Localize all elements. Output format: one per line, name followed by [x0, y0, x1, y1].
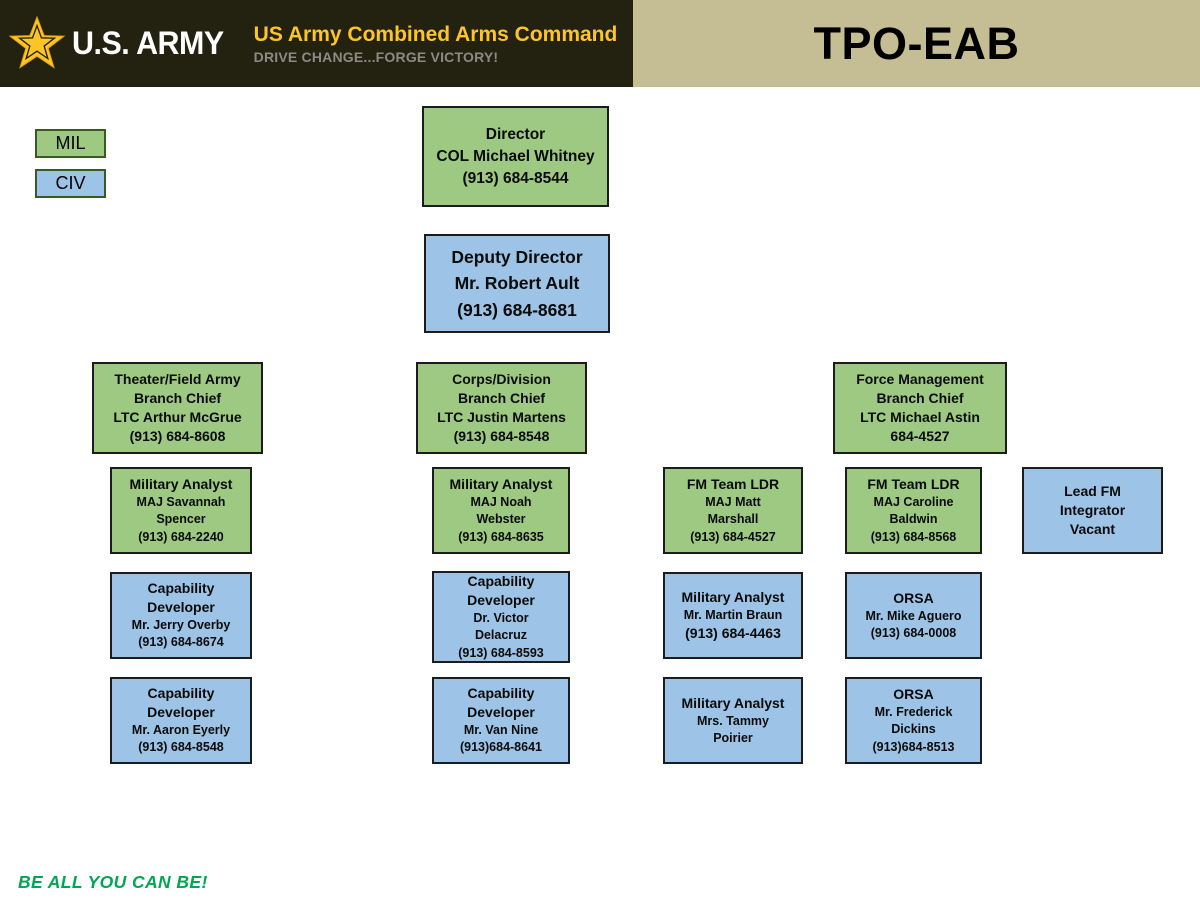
command-title: US Army Combined Arms Command [253, 22, 618, 46]
box-line: (913) 684-8593 [458, 645, 544, 660]
box-line: Integrator [1059, 502, 1126, 519]
box-line: Developer [147, 704, 215, 721]
box-line: Branch Chief [457, 390, 546, 407]
army-brand-text: U.S. ARMY [72, 25, 224, 61]
box-line: LTC Arthur McGrue [113, 409, 242, 425]
box-line: (913)684-8513 [872, 739, 955, 754]
box-line: Deputy Director [451, 247, 583, 268]
box-line: Branch Chief [876, 390, 964, 407]
box-line: (913) 684-4527 [690, 529, 776, 544]
box-line: (913) 684-8568 [870, 529, 957, 544]
box-line: Military Analyst [681, 588, 785, 605]
box-line: Lead FM [1064, 483, 1121, 500]
box-line: (913)684-8641 [459, 740, 542, 755]
box-line: Vacant [1069, 520, 1116, 537]
army-banner: U.S. ARMY US Army Combined Arms Command … [0, 0, 633, 87]
box-line: MAJ Savannah [136, 495, 226, 510]
box-line: Military Analyst [129, 476, 233, 493]
legend-civ: CIV [35, 169, 106, 198]
box-line: (913) 684-8608 [129, 427, 226, 444]
box-line: (913) 684-8681 [457, 299, 577, 320]
box-line: Branch Chief [133, 390, 222, 407]
box-orsa-aguero: ORSA Mr. Mike Aguero (913) 684-0008 [845, 572, 982, 659]
box-line: Mr. Frederick [874, 705, 953, 720]
box-line: Marshall [707, 512, 759, 527]
army-star-icon [8, 15, 66, 73]
box-line: ORSA [893, 686, 934, 703]
box-line: Mr. Van Nine [463, 723, 539, 738]
box-line: COL Michael Whitney [436, 147, 595, 165]
box-line: Poirier [713, 730, 753, 745]
box-line: Mrs. Tammy [696, 713, 769, 728]
box-line: Theater/Field Army [114, 371, 241, 388]
box-line: (913) 684-0008 [870, 625, 957, 640]
box-line: Mr. Mike Aguero [865, 608, 962, 623]
box-line: MAJ Noah [470, 495, 532, 510]
banner-text-block: US Army Combined Arms Command DRIVE CHAN… [254, 23, 618, 65]
box-line: (913) 684-8548 [453, 427, 550, 444]
box-line: Webster [476, 512, 526, 527]
command-tagline: DRIVE CHANGE...FORGE VICTORY! [253, 48, 499, 65]
box-line: Dr. Victor [473, 611, 529, 626]
box-line: Mr. Jerry Overby [131, 618, 231, 633]
box-line: Military Analyst [681, 694, 785, 711]
box-line: (913) 684-8635 [458, 529, 544, 544]
box-line: (913) 684-2240 [138, 529, 224, 544]
box-line: Capability [467, 573, 535, 590]
page-title: TPO-EAB [813, 17, 1020, 69]
box-line: Capability [147, 580, 215, 597]
box-line: Spencer [156, 512, 206, 527]
army-motto: BE ALL YOU CAN BE! [18, 872, 208, 892]
box-line: Developer [467, 592, 535, 609]
legend-mil: MIL [35, 129, 106, 158]
box-line: FM Team LDR [867, 476, 960, 493]
title-band: TPO-EAB [633, 0, 1200, 87]
box-line: (913) 684-4463 [685, 625, 781, 642]
box-line: Capability [147, 685, 215, 702]
box-line: Capability [467, 685, 535, 702]
box-line: Mr. Robert Ault [454, 273, 580, 294]
box-line: MAJ Caroline [873, 495, 954, 510]
box-line: 684-4527 [890, 427, 950, 444]
box-line: Delacruz [474, 628, 528, 643]
box-line: Developer [147, 599, 215, 616]
box-line: (913) 684-8548 [138, 740, 224, 755]
box-line: ORSA [893, 589, 934, 606]
box-line: Mr. Aaron Eyerly [131, 723, 231, 738]
box-line: Military Analyst [449, 476, 553, 493]
box-line: Dickins [891, 722, 936, 737]
box-line: LTC Justin Martens [437, 409, 566, 425]
box-line: LTC Michael Astin [860, 409, 980, 425]
box-line: FM Team LDR [686, 476, 780, 493]
box-line: (913) 684-8674 [138, 635, 224, 650]
box-line: Baldwin [889, 512, 938, 527]
box-line: Director [485, 125, 546, 143]
box-line: Corps/Division [452, 371, 551, 388]
box-line: Developer [467, 704, 535, 721]
box-line: MAJ Matt [705, 495, 761, 510]
box-line: Force Management [856, 371, 984, 388]
box-line: (913) 684-8544 [462, 169, 569, 187]
box-line: Mr. Martin Braun [683, 607, 783, 622]
